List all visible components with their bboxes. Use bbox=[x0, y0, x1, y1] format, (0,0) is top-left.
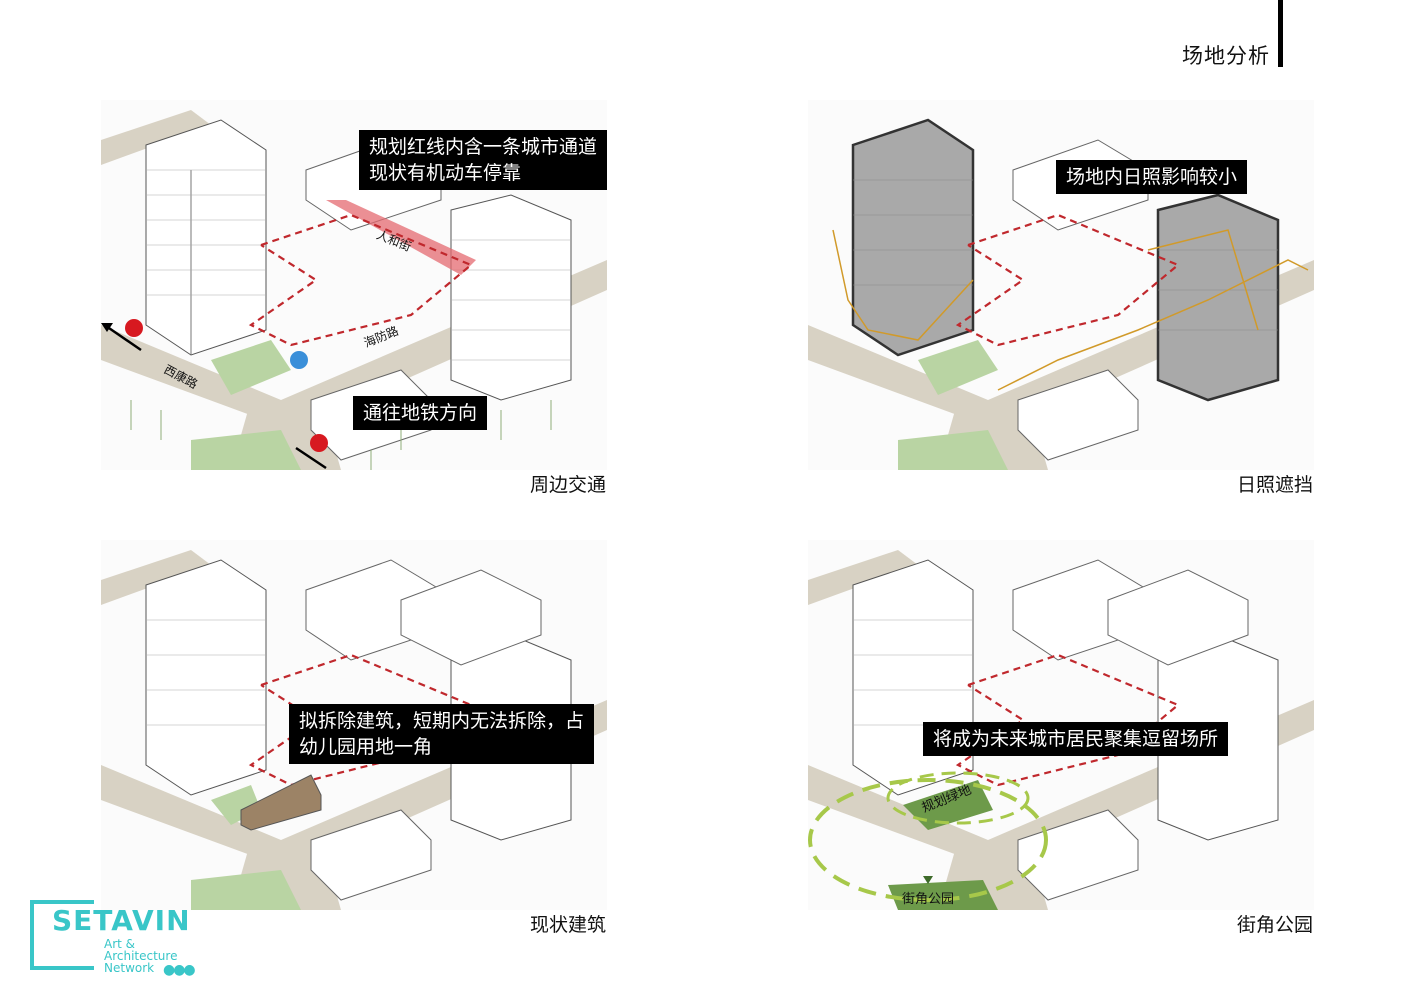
callout-to-metro: 通往地铁方向 bbox=[353, 396, 488, 430]
callout-text: 拟拆除建筑，短期内无法拆除，占 幼儿园用地一角 bbox=[299, 710, 585, 758]
logo-line: Art & bbox=[104, 937, 136, 951]
logo-tagline: Art & Architecture Network bbox=[104, 938, 177, 974]
caption-corner-park: 街角公园 bbox=[1236, 914, 1313, 936]
callout-city-passage: 规划红线内含一条城市通道 现状有机动车停靠 bbox=[359, 130, 608, 190]
callout-text: 规划红线内含一条城市通道 现状有机动车停靠 bbox=[369, 136, 598, 184]
panel-existing-buildings: 拟拆除建筑，短期内无法拆除，占 幼儿园用地一角 bbox=[101, 540, 607, 910]
callout-demolish: 拟拆除建筑，短期内无法拆除，占 幼儿园用地一角 bbox=[289, 704, 595, 764]
title-bar bbox=[1278, 0, 1283, 67]
callout-sunlight: 场地内日照影响较小 bbox=[1056, 160, 1248, 194]
panel-corner-park: 将成为未来城市居民聚集逗留场所 规划绿地 街角公园 bbox=[808, 540, 1314, 910]
caption-traffic: 周边交通 bbox=[529, 474, 606, 496]
logo-frame bbox=[30, 900, 94, 970]
callout-text: 将成为未来城市居民聚集逗留场所 bbox=[933, 728, 1219, 750]
caption-sunlight: 日照遮挡 bbox=[1236, 474, 1313, 496]
logo-line: Network bbox=[104, 961, 155, 975]
page-title: 场地分析 bbox=[1182, 44, 1270, 68]
sunlight-diagram bbox=[808, 100, 1314, 470]
setavin-logo: SETAVIN Art & Architecture Network ●●● bbox=[30, 900, 196, 980]
panel-traffic: 规划红线内含一条城市通道 现状有机动车停靠 通往地铁方向 人和街 海防路 西康路 bbox=[101, 100, 608, 470]
panel-sunlight: 场地内日照影响较小 bbox=[808, 100, 1314, 470]
logo-line: Architecture bbox=[104, 949, 178, 963]
callout-gathering: 将成为未来城市居民聚集逗留场所 bbox=[923, 722, 1229, 756]
logo-dots-icon: ●●● bbox=[163, 962, 196, 978]
callout-text: 通往地铁方向 bbox=[363, 402, 478, 424]
caption-existing-buildings: 现状建筑 bbox=[529, 914, 606, 936]
logo-wordmark: SETAVIN bbox=[52, 904, 191, 937]
callout-text: 场地内日照影响较小 bbox=[1066, 166, 1238, 188]
label-corner-park: 街角公园 bbox=[902, 892, 955, 907]
